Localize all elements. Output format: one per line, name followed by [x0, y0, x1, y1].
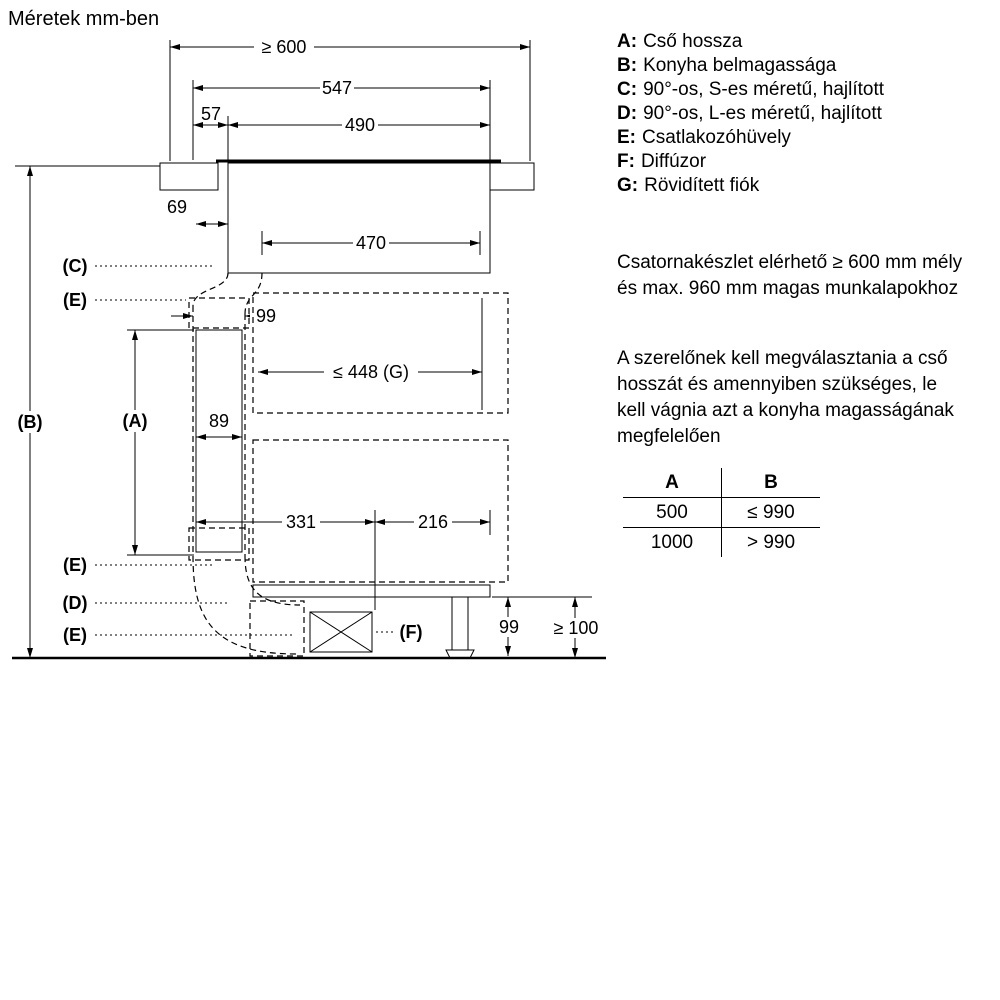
page-title: Méretek mm-ben — [8, 8, 160, 30]
dim-splits: 331 216 — [196, 510, 491, 610]
dim-label-pipe-width: 89 — [209, 411, 229, 431]
legend-item-c: C:90°-os, S-es méretű, hajlított — [617, 78, 997, 102]
dim-label-plenum-width: 470 — [356, 233, 386, 253]
connector-sleeve-mid — [188, 527, 250, 561]
worktop — [159, 159, 535, 191]
dim-label-drawer-depth: ≤ 448 (G) — [333, 362, 409, 382]
connector-sleeve-top — [188, 297, 250, 329]
legend-key-e: E: — [617, 127, 636, 148]
table-header-a: A — [623, 468, 722, 498]
table-cell: > 990 — [746, 531, 796, 553]
elbow-inner — [244, 555, 301, 606]
legend-text-e: Csatlakozóhüvely — [642, 127, 791, 148]
installation-diagram: ≥ 600 547 57 490 470 69 — [11, 37, 608, 660]
legend-item-g: G:Rövidített fiók — [617, 174, 997, 198]
bottom-section — [12, 555, 606, 660]
cabinet-drawers — [252, 292, 509, 583]
cabinet-bottom-panel — [252, 584, 491, 598]
diffuser — [309, 611, 373, 653]
dim-label-offset: 57 — [201, 104, 221, 124]
legend-key-b: B: — [617, 55, 638, 76]
table-cell: 500 — [623, 497, 722, 528]
worktop-right-section — [489, 162, 535, 191]
leader-labels: (C) (E) (E) (D) (E) (F) — [63, 256, 423, 645]
legend-item-b: B:Konyha belmagassága — [617, 54, 997, 78]
dim-offset-and-cutout: 57 490 — [193, 104, 490, 161]
legend-key-d: D: — [617, 103, 638, 124]
dim-room-height: (B) — [11, 165, 160, 658]
drawer-lower — [252, 439, 509, 583]
dim-plinth-height: 99 — [492, 596, 592, 656]
label-d: (D) — [63, 593, 88, 613]
connector-sleeve-bottom — [249, 600, 305, 657]
label-e-top: (E) — [63, 290, 87, 310]
dim-label-split-right: 216 — [418, 512, 448, 532]
legend-item-e: E: Csatlakozóhüvely — [617, 126, 997, 150]
label-f: (F) — [400, 622, 423, 642]
table-cell: 1000 — [623, 527, 722, 557]
table-header-b: B — [721, 468, 820, 498]
table-header-row: A B — [623, 468, 820, 498]
dim-label-floor-clearance: ≥ 100 — [554, 618, 599, 638]
dim-pipe-width: 89 — [196, 411, 242, 440]
label-c: (C) — [63, 256, 88, 276]
dim-duct-width: 99 — [171, 306, 282, 326]
legend-text-c: 90°-os, S-es méretű, hajlított — [643, 79, 885, 100]
label-e-bottom: (E) — [63, 625, 87, 645]
dim-plenum-width: 470 — [262, 233, 480, 253]
dim-drawer-depth: ≤ 448 (G) — [258, 362, 482, 382]
table-cell: ≤ 990 — [721, 497, 820, 528]
legend-text-d: 90°-os, L-es méretű, hajlított — [643, 103, 882, 124]
dim-label-total-width: 547 — [322, 78, 352, 98]
dim-floor-clearance: ≥ 100 — [544, 597, 608, 658]
label-e-mid: (E) — [63, 555, 87, 575]
dim-label-split-left: 331 — [286, 512, 316, 532]
legend-text-g: Rövidített fiók — [644, 175, 760, 196]
dim-worktop-depth: ≥ 600 — [169, 37, 531, 161]
legend: A:Cső hossza B:Konyha belmagassága C:90°… — [617, 30, 997, 198]
legend-key-c: C: — [617, 79, 638, 100]
legend-item-f: F:Diffúzor — [617, 150, 997, 174]
elbow-outer — [192, 555, 297, 655]
dim-total-width: 547 — [192, 78, 491, 161]
pipe-length-table: A B 500 ≤ 990 1000 > 990 — [623, 468, 820, 557]
table-row: 1000 > 990 — [623, 527, 820, 557]
label-b: (B) — [18, 412, 43, 432]
info-panel: A:Cső hossza B:Konyha belmagassága C:90°… — [617, 30, 997, 557]
dim-duct-offset: 69 — [167, 197, 228, 227]
legend-text-a: Cső hossza — [643, 31, 743, 52]
label-a: (A) — [123, 411, 148, 431]
duct-pipe — [195, 329, 243, 553]
legend-key-g: G: — [617, 175, 639, 196]
cabinet-leg — [445, 596, 475, 659]
note-installer: A szerelőnek kell megválasztania a cső h… — [617, 348, 954, 447]
dim-label-duct-offset: 69 — [167, 197, 187, 217]
dim-pipe-length: (A) — [116, 329, 194, 556]
worktop-left-section — [159, 162, 219, 191]
legend-key-a: A: — [617, 31, 638, 52]
legend-text-b: Konyha belmagassága — [643, 55, 837, 76]
legend-item-a: A:Cső hossza — [617, 30, 997, 54]
dim-label-worktop-depth: ≥ 600 — [262, 37, 307, 57]
legend-text-f: Diffúzor — [640, 151, 707, 172]
hob-body — [227, 162, 491, 274]
dim-label-duct-width: 99 — [256, 306, 276, 326]
table-row: 500 ≤ 990 — [623, 497, 820, 528]
dim-label-plinth-height: 99 — [499, 617, 519, 637]
dim-label-cutout: 490 — [345, 115, 375, 135]
legend-item-d: D:90°-os, L-es méretű, hajlított — [617, 102, 997, 126]
legend-key-f: F: — [617, 151, 635, 172]
note-availability: Csatornakészlet elérhető ≥ 600 mm mély é… — [617, 252, 963, 299]
drawer-upper — [252, 292, 509, 414]
s-bend-duct — [192, 272, 263, 315]
